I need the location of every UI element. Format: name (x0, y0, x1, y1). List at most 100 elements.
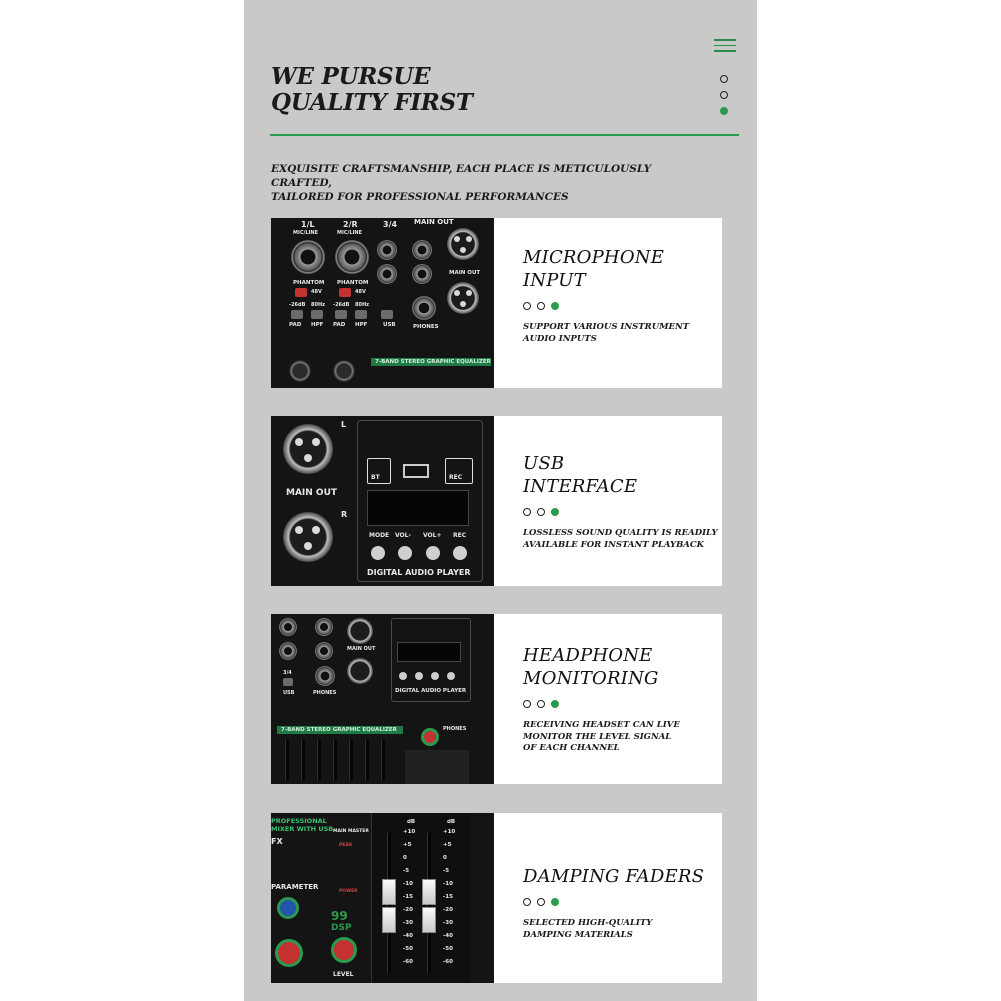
vol-minus-button[interactable] (398, 546, 412, 560)
desc-line: OF EACH CHANNEL (523, 743, 620, 753)
main-out-label-top: MAIN OUT (414, 218, 454, 226)
page-subtitle: EXQUISITE CRAFTSMANSHIP, EACH PLACE IS M… (271, 162, 711, 204)
eq-fader-slot[interactable] (381, 740, 385, 780)
phones-level-knob[interactable] (421, 728, 439, 746)
rec-button[interactable] (447, 672, 455, 680)
fx-knob[interactable] (275, 939, 303, 967)
title-divider (270, 134, 739, 136)
fader-scale-tick: +5 (403, 842, 412, 848)
fader-scale-tick: 0 (403, 855, 407, 861)
parameter-label: PARAMETER (271, 883, 319, 891)
phantom-button[interactable] (295, 288, 307, 297)
feature-text: USB INTERFACE LOSSLESS SOUND QUALITY IS … (523, 416, 723, 586)
feature-title-line: INTERFACE (523, 476, 638, 497)
48v-label: 48V (355, 289, 366, 295)
db-label: dB (407, 819, 416, 825)
usb-player-image: L MAIN OUT R BT REC MODE VOL- VOL+ REC D… (271, 416, 494, 586)
main-out-label: MAIN OUT (286, 488, 338, 498)
master-fader-cap[interactable] (382, 907, 396, 933)
48v-label: 48V (311, 289, 322, 295)
gain-knob[interactable] (289, 360, 311, 382)
dot-active-icon (551, 700, 559, 708)
xlr-output-icon (283, 512, 333, 562)
ch2-label: 2/R (343, 220, 358, 229)
phantom-label: PHANTOM (293, 280, 325, 286)
fader-scale-tick: -50 (443, 946, 453, 952)
fader-scale-tick: -40 (443, 933, 453, 939)
line-jack-icon (377, 264, 397, 284)
master-fader-cap[interactable] (422, 879, 436, 905)
eq-fader-slot[interactable] (365, 740, 369, 780)
usb-port-icon (403, 464, 429, 478)
desc-line: SELECTED HIGH-QUALITY (523, 918, 653, 928)
hpf-label: HPF (311, 322, 324, 328)
feature-card-headphone: 3/4 USB PHONES MAIN OUT DIGITAL AUDIO PL… (271, 614, 722, 784)
fader-scale-tick: -50 (403, 946, 413, 952)
mic-line-label: MIC/LINE (293, 230, 318, 236)
vol-plus-button[interactable] (426, 546, 440, 560)
rec-button[interactable] (453, 546, 467, 560)
line-jack-icon (315, 618, 333, 636)
usb-34-button[interactable] (283, 678, 293, 686)
eq-fader-slot[interactable] (317, 740, 321, 780)
desc-line: AUDIO INPUTS (523, 333, 597, 344)
desc-line: MONITOR THE LEVEL SIGNAL (523, 731, 672, 742)
gain-knob[interactable] (333, 360, 355, 382)
phones-label: PHONES (443, 726, 467, 732)
master-fader-cap[interactable] (382, 879, 396, 905)
hpf-button[interactable] (355, 310, 367, 319)
parameter-knob[interactable] (277, 897, 299, 919)
level-knob[interactable] (331, 937, 357, 963)
eq-fader-slot[interactable] (301, 740, 305, 780)
feature-description: SELECTED HIGH-QUALITY DAMPING MATERIALS (523, 918, 723, 941)
fader-scale-tick: -15 (403, 894, 413, 900)
eq-fader-slot[interactable] (349, 740, 353, 780)
dsp-number: 99 (331, 909, 348, 923)
fx-label: FX (271, 837, 283, 846)
eq-strip: 7-BAND STEREO GRAPHIC EQUALIZER (371, 358, 491, 366)
db26-label: -26dB (333, 302, 350, 308)
combo-jack-icon (291, 240, 325, 274)
phones-jack-icon (315, 666, 335, 686)
phantom-button[interactable] (339, 288, 351, 297)
vol-plus-button[interactable] (431, 672, 439, 680)
vol-minus-button[interactable] (415, 672, 423, 680)
feature-title-line: MICROPHONE (523, 247, 665, 268)
feature-card-microphone: 1/L 2/R 3/4 MAIN OUT MIC/LINE MIC/LINE M… (271, 218, 722, 388)
pad-button[interactable] (291, 310, 303, 319)
mixer-usb-label: MIXER WITH USB (271, 825, 334, 833)
hpf-button[interactable] (311, 310, 323, 319)
dot-icon (523, 898, 531, 906)
right-label: R (341, 510, 348, 519)
pad-button[interactable] (335, 310, 347, 319)
title-line-2: QUALITY FIRST (271, 89, 473, 116)
feature-text: DAMPING FADERS SELECTED HIGH-QUALITY DAM… (523, 813, 723, 983)
hamburger-menu-icon[interactable] (714, 39, 736, 53)
mode-button[interactable] (399, 672, 407, 680)
feature-title: DAMPING FADERS (523, 865, 723, 888)
pagination-dot-icon[interactable] (720, 75, 728, 83)
title-line-1: WE PURSUE (271, 63, 431, 90)
master-fader-cap[interactable] (422, 907, 436, 933)
eq-strip: 7-BAND STEREO GRAPHIC EQUALIZER (277, 726, 403, 734)
desc-line: RECEIVING HEADSET CAN LIVE (523, 720, 680, 730)
player-display (367, 490, 469, 526)
fader-scale-tick: -30 (443, 920, 453, 926)
mixer-inputs-image: 1/L 2/R 3/4 MAIN OUT MIC/LINE MIC/LINE M… (271, 218, 494, 388)
eq-fader-slot[interactable] (285, 740, 289, 780)
fader-scale-tick: -5 (443, 868, 450, 874)
usb-34-button[interactable] (381, 310, 393, 319)
pagination-dot-active-icon[interactable] (720, 107, 728, 115)
mic-line-label: MIC/LINE (337, 230, 362, 236)
fader-scale-tick: -60 (443, 959, 453, 965)
xlr-output-icon (447, 282, 479, 314)
level-label: LEVEL (333, 971, 354, 978)
fader-scale-tick: +10 (443, 829, 456, 835)
ch34-label: 3/4 (283, 670, 292, 676)
player-label: DIGITAL AUDIO PLAYER (395, 688, 467, 694)
mode-button[interactable] (371, 546, 385, 560)
line-jack-icon (377, 240, 397, 260)
pagination-dot-icon[interactable] (720, 91, 728, 99)
eq-fader-slot[interactable] (333, 740, 337, 780)
feature-title: HEADPHONE MONITORING (523, 644, 723, 690)
